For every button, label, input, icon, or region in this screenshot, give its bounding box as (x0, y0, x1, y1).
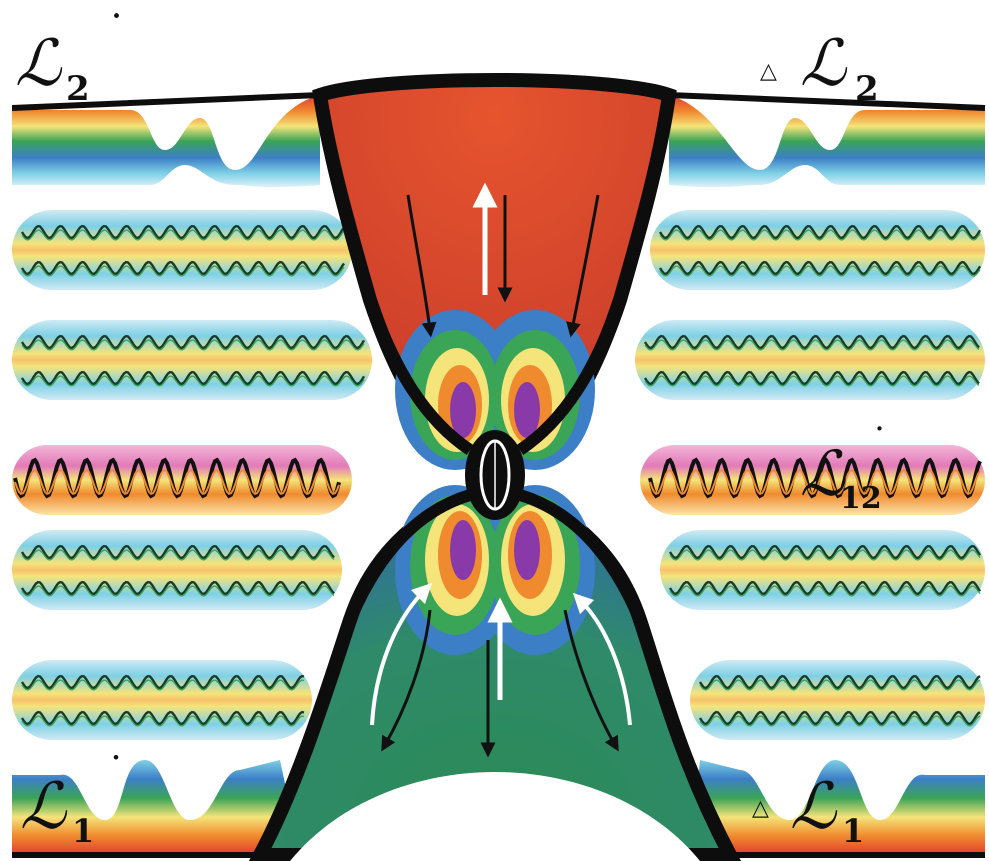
label-script: ℒ (800, 27, 848, 101)
band-left-1 (12, 210, 352, 290)
label-mark: ˙ (108, 750, 124, 788)
label-subscript: 1 (842, 812, 864, 850)
label-subscript: 12 (840, 481, 882, 516)
label-subscript: 1 (72, 812, 94, 850)
triangle-icon: △ (752, 796, 769, 821)
band-left-3 (12, 530, 342, 610)
label-subscript: 2 (855, 69, 879, 109)
band-right-1 (650, 210, 985, 290)
band-right-2 (635, 320, 985, 400)
band-left-4 (12, 660, 312, 740)
label-mark: ˙ (108, 9, 125, 49)
label-mark: ˙ (872, 423, 887, 458)
label-subscript: 2 (66, 69, 90, 109)
label-script: ℒ (15, 27, 63, 101)
band-right-3 (660, 530, 985, 610)
label-script: ℒ (790, 770, 838, 844)
triangle-icon: △ (760, 59, 777, 84)
band-left-2 (12, 320, 372, 400)
band-right-4 (690, 660, 985, 740)
label-script: ℒ (20, 770, 68, 844)
central-island (465, 430, 525, 520)
